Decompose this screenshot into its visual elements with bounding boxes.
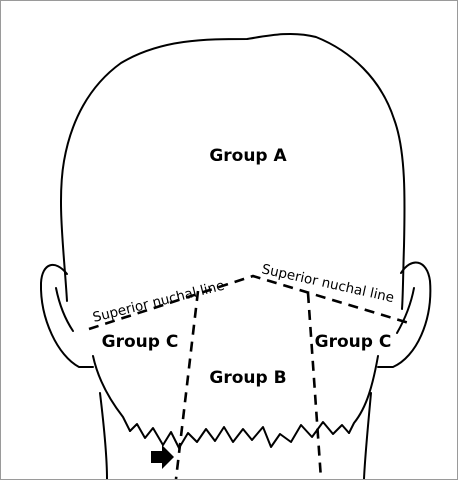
right-ear-inner <box>397 288 414 333</box>
group-b-label: Group B <box>209 368 286 388</box>
left-ear <box>41 265 93 367</box>
group-a-label: Group A <box>209 146 287 166</box>
superior-nuchal-line-right-label: Superior nuchal line <box>260 261 395 306</box>
left-ear-inner <box>56 288 73 331</box>
arrow-right-icon <box>151 445 174 469</box>
group-b-left-boundary <box>176 291 198 479</box>
group-b-right-boundary <box>308 293 321 479</box>
neck-left <box>100 393 107 479</box>
superior-nuchal-line-left-label: Superior nuchal line <box>91 278 226 326</box>
head-outline <box>61 34 405 309</box>
group-c-left-label: Group C <box>102 332 179 352</box>
left-lower-hair <box>93 356 130 431</box>
group-c-right-label: Group C <box>315 332 392 352</box>
nape-hairline <box>130 422 349 448</box>
right-lower-hair <box>349 356 378 433</box>
